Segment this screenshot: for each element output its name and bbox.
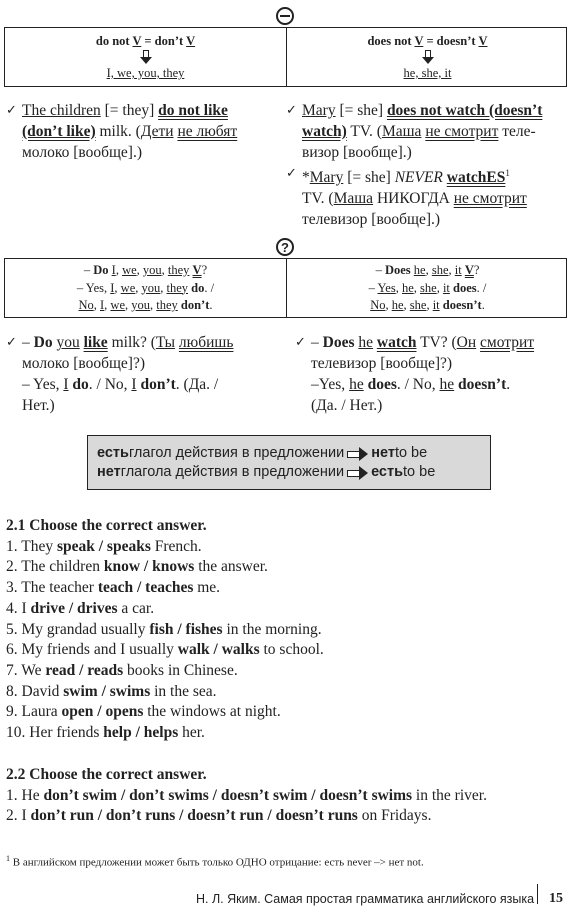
checkmark-icon: ✓ [286, 103, 297, 118]
list-item: 6. My friends and I usually walk / walks… [6, 641, 324, 659]
list-item: 3. The teacher teach / teaches me. [6, 579, 221, 597]
arrow-right-icon [347, 446, 369, 461]
footnote: 1 В английском предложении может быть то… [6, 854, 424, 869]
question-rule-left: – Do I, we, you, they V? – Yes, I, we, y… [76, 263, 215, 312]
exercise-2-2: 2.2 Choose the correct answer. 1. He don… [6, 765, 487, 827]
negative-example-left: ✓The children [= they] do not like(don’t… [6, 102, 238, 161]
arrow-down-icon [139, 50, 152, 65]
negative-rule-right: does not V = doesn’t V he, she, it [367, 34, 488, 81]
checkmark-icon: ✓ [6, 103, 17, 118]
checkmark-icon: ✓ [6, 335, 17, 350]
negative-rule-left: do not V = don’t V I, we, you, they [95, 34, 196, 81]
question-sign-icon: ? [276, 238, 294, 256]
arrow-down-icon [421, 50, 434, 65]
negative-rule-table: do not V = don’t V I, we, you, they does… [4, 27, 567, 87]
exercise-title: 2.2 Choose the correct answer. [6, 766, 207, 783]
list-item: 7. We read / reads books in Chinese. [6, 661, 238, 679]
exercise-2-1: 2.1 Choose the correct answer. 1. They s… [6, 516, 324, 744]
checkmark-icon: ✓ [295, 335, 306, 350]
question-rule-right: – Does he, she, it V? – Yes, he, she, it… [368, 263, 487, 312]
exercise-title: 2.1 Choose the correct answer. [6, 517, 207, 534]
list-item: 8. David swim / swims in the sea. [6, 682, 217, 700]
list-item: 2. The children know / knows the answer. [6, 558, 268, 576]
checkmark-icon: ✓ [286, 166, 297, 181]
list-item: 1. He don’t swim / don’t swims / doesn’t… [6, 786, 487, 804]
list-item: 1. They speak / speaks French. [6, 537, 202, 555]
list-item: 2. I don’t run / don’t runs / doesn’t ru… [6, 807, 432, 825]
list-item: 9. Laura open / opens the windows at nig… [6, 703, 281, 721]
page-number: 15 [549, 891, 563, 906]
minus-sign-icon [276, 7, 294, 25]
arrow-right-icon [347, 465, 369, 480]
list-item: 10. Her friends help / helps her. [6, 724, 205, 742]
question-rule-table: – Do I, we, you, they V? – Yes, I, we, y… [4, 258, 567, 318]
list-item: 5. My grandad usually fish / fishes in t… [6, 620, 322, 638]
list-item: 4. I drive / drives a car. [6, 599, 155, 617]
page-footer: Н. Л. Яким. Самая простая грамматика анг… [196, 892, 535, 906]
footer-divider [537, 884, 538, 904]
